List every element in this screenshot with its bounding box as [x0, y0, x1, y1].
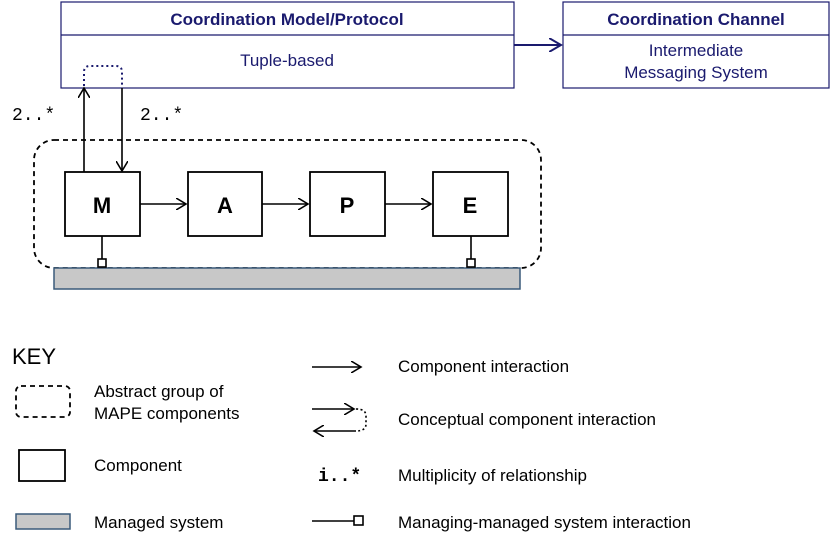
key-conceptual-interaction-label: Conceptual component interaction [398, 410, 656, 429]
component-a: A [187, 171, 263, 237]
key-component-label: Component [94, 456, 182, 475]
key-managed-system-label: Managed system [94, 513, 223, 532]
key-managing-managed-symbol [312, 515, 364, 526]
key-managed-system-symbol [15, 513, 71, 530]
coordination-model-title: Coordination Model/Protocol [170, 10, 403, 29]
coordination-model-value: Tuple-based [240, 51, 334, 70]
multiplicity-right: 2..* [140, 106, 183, 126]
key-abstract-group-line2: MAPE components [94, 404, 240, 423]
component-p-label: P [340, 193, 355, 218]
coordination-channel-title: Coordination Channel [607, 10, 785, 29]
key-component-symbol [18, 449, 66, 482]
component-m-label: M [93, 193, 111, 218]
key-multiplicity-symbol: i..* [318, 467, 361, 487]
e-managed-connection [466, 236, 476, 268]
component-e: E [432, 171, 509, 237]
component-e-label: E [463, 193, 478, 218]
component-m: M [64, 171, 141, 237]
key-abstract-group-line1: Abstract group of [94, 382, 224, 401]
key-component-interaction-label: Component interaction [398, 357, 569, 376]
key-title: KEY [12, 344, 56, 369]
coordination-channel-box: Coordination Channel Intermediate Messag… [562, 1, 830, 89]
coordination-channel-line1: Intermediate [649, 41, 744, 60]
component-p: P [309, 171, 386, 237]
coordination-channel-line2: Messaging System [624, 63, 768, 82]
multiplicity-left: 2..* [12, 106, 55, 126]
key-managing-managed-label: Managing-managed system interaction [398, 513, 691, 532]
key-multiplicity-label: Multiplicity of relationship [398, 466, 587, 485]
component-a-label: A [217, 193, 233, 218]
conceptual-loop [83, 65, 123, 86]
key-conceptual-interaction-symbol [312, 409, 367, 431]
managed-system-bar [53, 267, 521, 290]
m-managed-connection [97, 236, 107, 268]
coordination-model-box: Coordination Model/Protocol Tuple-based [60, 1, 515, 89]
key-abstract-group-symbol [15, 385, 71, 418]
